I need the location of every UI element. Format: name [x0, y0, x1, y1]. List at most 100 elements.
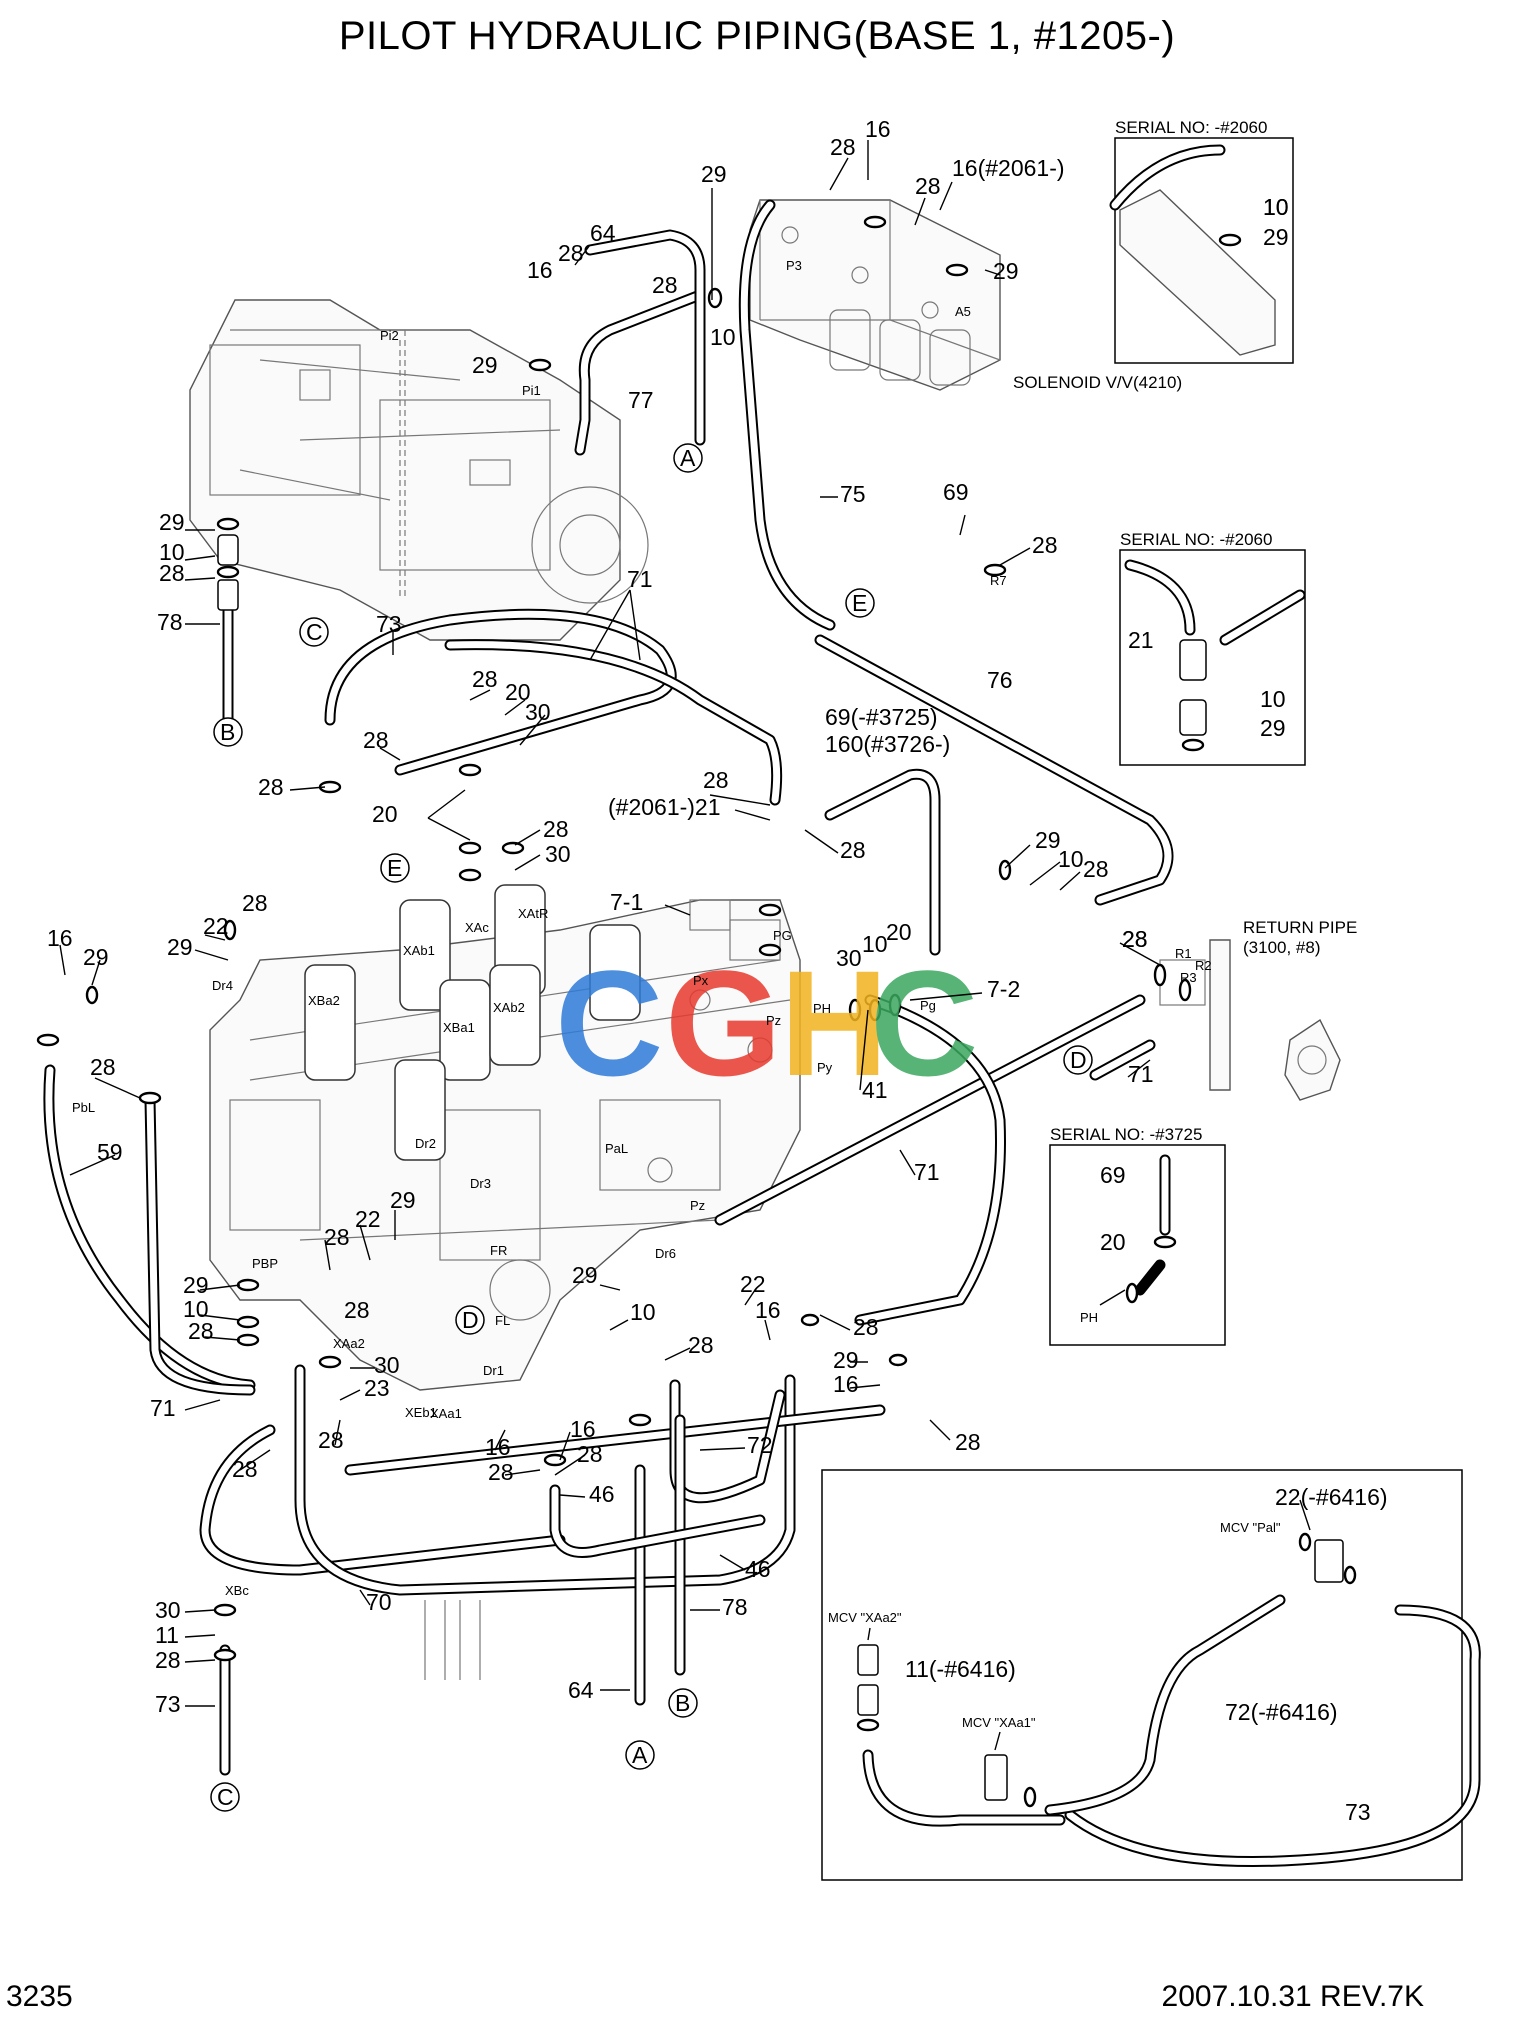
part-label-16: 16: [833, 1371, 859, 1397]
mcv-label-72-6416: 72(-#6416): [1225, 1699, 1338, 1725]
part-label-28: 28: [472, 666, 498, 692]
part-label-73: 73: [376, 611, 402, 637]
port-labels: Pi2 Pi1 PbL Dr4 XBa2 XAb1 XAc XAtR XBa1 …: [72, 258, 1212, 1598]
inset-2-label-10: 10: [1260, 686, 1286, 712]
part-label-30: 30: [836, 945, 862, 971]
port-label-xbc: XBc: [225, 1583, 249, 1598]
part-label-20: 20: [372, 801, 398, 827]
part-label-41: 41: [862, 1077, 888, 1103]
part-label-69: 69: [943, 479, 969, 505]
part-label-22: 22: [203, 913, 229, 939]
part-label-72: 72: [747, 1432, 773, 1458]
part-label-29: 29: [993, 258, 1019, 284]
part-label-29: 29: [701, 161, 727, 187]
part-label-28: 28: [915, 173, 941, 199]
hose-lines: [43, 199, 1174, 1776]
part-label-28: 28: [232, 1456, 258, 1482]
return-pipe-drawing: [1159, 939, 1341, 1101]
part-label-20: 20: [505, 679, 531, 705]
part-label-16: 16: [527, 257, 553, 283]
part-label-22: 22: [355, 1206, 381, 1232]
part-label-7-2: 7-2: [987, 976, 1020, 1002]
part-label-28: 28: [344, 1297, 370, 1323]
part-label-11: 11: [155, 1622, 179, 1648]
port-label-xeb1: XEb1: [405, 1405, 437, 1420]
part-label-64: 64: [568, 1677, 594, 1703]
part-label-7-1: 7-1: [610, 889, 643, 915]
svg-text:C: C: [555, 939, 663, 1107]
part-label-10: 10: [1058, 846, 1084, 872]
part-label-28: 28: [258, 774, 284, 800]
part-label-29: 29: [833, 1347, 859, 1373]
part-label-16: 16: [755, 1297, 781, 1323]
part-label-29: 29: [1035, 827, 1061, 853]
part-label-71: 71: [914, 1159, 940, 1185]
part-label-10: 10: [630, 1299, 656, 1325]
part-label-28: 28: [840, 837, 866, 863]
svg-text:G: G: [665, 939, 782, 1107]
inset-2-label-29: 29: [1260, 715, 1286, 741]
part-label-29: 29: [390, 1187, 416, 1213]
part-label-160-3726-: 160(#3726-): [825, 731, 950, 757]
inset-1-label-29: 29: [1263, 224, 1289, 250]
port-label-pg: PG: [773, 928, 792, 943]
port-label-r3: R3: [1180, 970, 1197, 985]
part-label-30: 30: [525, 699, 551, 725]
inset-serial-2: SERIAL NO: -#2060 21 10 29: [1119, 530, 1306, 766]
connector-b-left: B: [213, 717, 243, 747]
part-label-70: 70: [366, 1589, 392, 1615]
part-label-28: 28: [318, 1427, 344, 1453]
part-label-71: 71: [627, 566, 653, 592]
port-label-xab2: XAb2: [493, 1000, 525, 1015]
port-label-pg: Pg: [920, 998, 936, 1013]
leader-lines: [59, 140, 1161, 1707]
return-pipe-ref: (3100, #8): [1243, 938, 1321, 957]
part-label-78: 78: [157, 609, 183, 635]
part-number-labels: 16 28 16(#2061-) 29 28 64 28 16 28 29 10…: [47, 116, 1289, 1717]
part-label-46: 46: [589, 1481, 615, 1507]
part-label-28: 28: [188, 1318, 214, 1344]
svg-text:B: B: [675, 1690, 690, 1716]
page-number: 3235: [6, 1980, 73, 2013]
port-label-py: Py: [817, 1060, 833, 1075]
connector-b-bottom: B: [668, 1688, 698, 1718]
part-label-71: 71: [150, 1395, 176, 1421]
part-label-29: 29: [159, 509, 185, 535]
connector-c-bottom: C: [210, 1782, 240, 1812]
mcv-port-pal: MCV "Pal": [1220, 1520, 1281, 1535]
part-label-28: 28: [1122, 926, 1148, 952]
part-label-16-2061-: 16(#2061-): [952, 155, 1065, 181]
port-label-pbp: PBP: [252, 1256, 278, 1271]
port-label-dr4: Dr4: [212, 978, 233, 993]
solenoid-valve-drawing: [749, 199, 1001, 391]
watermark-logo: C G H C: [555, 939, 978, 1107]
mcv-label-22-6416: 22(-#6416): [1275, 1484, 1388, 1510]
part-label-30: 30: [545, 841, 571, 867]
connector-a-top: A: [673, 443, 703, 473]
part-label-29: 29: [183, 1272, 209, 1298]
part-label-75: 75: [840, 481, 866, 507]
part-label-28: 28: [577, 1441, 603, 1467]
svg-text:B: B: [220, 719, 235, 745]
part-label-29: 29: [472, 352, 498, 378]
inset-serial-2-title: SERIAL NO: -#2060: [1120, 530, 1272, 549]
port-label-pz: Pz: [690, 1198, 705, 1213]
part-label-28: 28: [242, 890, 268, 916]
svg-text:C: C: [870, 939, 978, 1107]
part-label-64: 64: [590, 220, 616, 246]
part-label-10: 10: [1263, 194, 1289, 220]
port-label-ph: PH: [813, 1001, 831, 1016]
port-label-pz: Pz: [766, 1013, 781, 1028]
port-label-a5: A5: [955, 304, 971, 319]
port-label-dr1: Dr1: [483, 1363, 504, 1378]
part-label-23: 23: [364, 1375, 390, 1401]
connector-d-right: D: [1063, 1045, 1093, 1075]
part-label-46: 46: [745, 1556, 771, 1582]
part-label-28: 28: [159, 560, 185, 586]
port-label-r2: R2: [1195, 958, 1212, 973]
part-label-30: 30: [374, 1352, 400, 1378]
part-label-28: 28: [363, 727, 389, 753]
part-label-28: 28: [955, 1429, 981, 1455]
